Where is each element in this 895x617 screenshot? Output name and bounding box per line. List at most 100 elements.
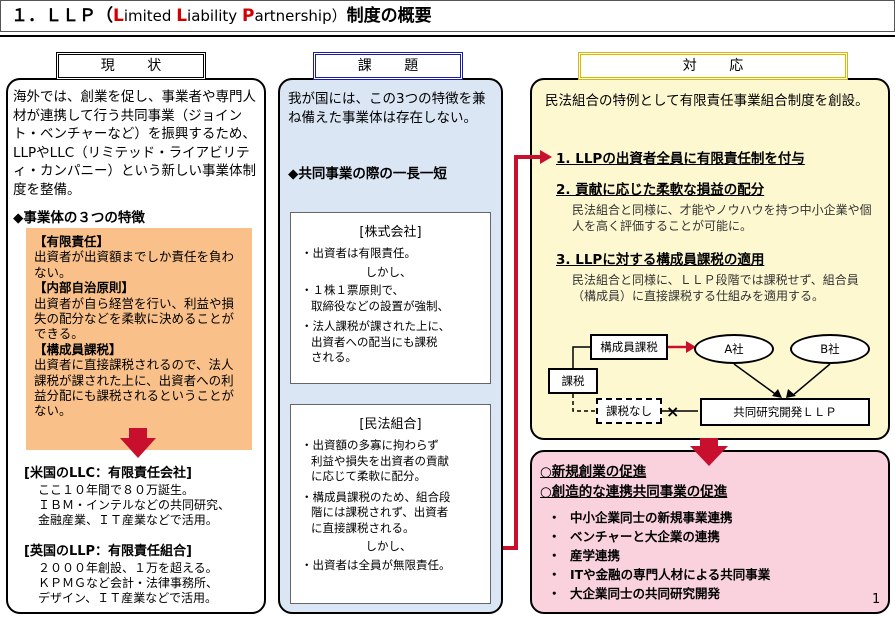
effect-content: ○新規創業の促進 ○創造的な連携共同事業の促進 ・中小企業同士の新規事業連携 ・…	[540, 462, 880, 603]
down-arrow-icon	[690, 446, 728, 466]
stock-company-line: される。	[311, 350, 357, 364]
civil-partnership-title: [民法組合]	[359, 417, 422, 432]
effect-item-text: 中小企業同士の新規事業連携	[570, 510, 733, 525]
title-prefix: １．ＬＬＰ（	[11, 6, 113, 26]
title-cap-p: P	[241, 6, 255, 26]
title-word-3: artnership）	[254, 7, 347, 25]
current-intro-text: 海外では、創業を促し、事業者や専門人材が連携して行う共同事業（ジョイント・ベンチ…	[13, 89, 256, 198]
civil-partnership-box: [民法組合] ・出資額の多寡に拘わらず 利益や損失を出資者の貢献 に応じて柔軟に…	[290, 404, 491, 604]
response-item-2: 2. 貢献に応じた柔軟な損益の配分	[556, 182, 765, 198]
company-a-node: A社	[694, 334, 774, 364]
title-cap-l1: L	[113, 6, 124, 26]
us-line: ＩＢＭ・インテルなどの共同研究、	[38, 498, 231, 512]
uk-line: ＫＰＭＧなど会計・法律事務所、	[38, 576, 219, 590]
company-b-node: B社	[790, 334, 870, 364]
current-status-header: 現 状	[56, 52, 206, 80]
civil-partnership-line: ・構成員課税のため、組合段	[301, 489, 451, 504]
bullet-icon: ・	[548, 548, 561, 563]
feature-label: 【構成員課税】	[34, 341, 122, 357]
title-suffix: 制度の概要	[346, 6, 432, 26]
diagram-line	[733, 363, 779, 397]
bullet-icon: ・	[548, 529, 561, 544]
bullet-icon: ・	[548, 510, 561, 525]
title-word-1: imited	[123, 7, 177, 25]
stock-company-line: 取締役などの設置が強制、	[311, 298, 449, 313]
civil-partnership-line: に応じて柔軟に配分。	[311, 469, 426, 483]
connector-line	[503, 155, 540, 550]
stock-company-box: [株式会社] ・出資者は有限責任。 しかし、 ・１株１票原則で、 取締役などの設…	[290, 212, 491, 384]
response-item-1: 1. LLPの出資者全員に有限責任制を付与	[556, 151, 805, 167]
member-tax-node: 構成員課税	[590, 334, 668, 360]
effect-item: ・ベンチャーと大企業の連携	[540, 527, 880, 546]
response-item-2-body: 民法組合と同様に、才能やノウハウを持つ中小企業や個人を高く評価することが可能に。	[572, 203, 872, 233]
joint-llp-node: 共同研究開発ＬＬＰ	[700, 398, 870, 426]
diagram-line	[572, 346, 590, 368]
response-item-3-body: 民法組合と同様に、ＬＬＰ段階では課税せず、組合員（構成員）に直接課税する仕組みを…	[572, 273, 859, 303]
uk-llp-title: [英国のLLP：有限責任組合]	[24, 544, 192, 559]
effect-panel	[530, 450, 890, 614]
us-line: ここ１０年間で８０万誕生。	[38, 483, 195, 497]
down-arrow-icon	[120, 438, 156, 458]
stock-company-line: ・出資者は有限責任。	[301, 246, 416, 260]
arrowhead-icon	[540, 150, 552, 164]
effect-item: ・中小企業同士の新規事業連携	[540, 508, 880, 527]
no-tax-node: 課税なし	[596, 398, 662, 424]
effect-item: ・産学連携	[540, 546, 880, 565]
civil-partnership-line: 利益や損失を出資者の貢献	[311, 453, 449, 468]
civil-partnership-line: に直接課税される。	[311, 520, 415, 535]
feature-label: 【内部自治原則】	[34, 280, 135, 296]
civil-partnership-line: ・出資者は全員が無限責任。	[301, 557, 451, 572]
civil-partnership-line: しかし、	[365, 539, 412, 553]
effect-item: ・大企業同士の共同研究開発	[540, 584, 880, 603]
stock-company-line: しかし、	[365, 264, 412, 279]
response-item-3: 3. LLPに対する構成員課税の適用	[556, 252, 765, 268]
effect-heading: ○新規創業の促進	[540, 464, 647, 480]
feature-box: 【有限責任】 出資者が出資額までしか責任を負わない。 【内部自治原則】 出資者が…	[26, 228, 252, 450]
diagram-line	[791, 363, 831, 397]
page-title: １．ＬＬＰ（Limited Liability Partnership）制度の概…	[0, 0, 895, 32]
us-llc-body: ここ１０年間で８０万誕生。 ＩＢＭ・インテルなどの共同研究、 金融産業、ＩＴ産業…	[38, 483, 263, 528]
issue-text: 我が国には、この3つの特徴を兼ね備えた事業体は存在しない。	[288, 91, 486, 126]
diagram-dashed-line	[572, 394, 596, 412]
civil-partnership-line: 階には課税されず、出資者	[311, 505, 449, 519]
us-line: 金融産業、ＩＴ産業などで活用。	[38, 513, 218, 527]
issue-note: ◆共同事業の際の一長一短	[288, 166, 447, 182]
effect-item-text: ベンチャーと大企業の連携	[570, 529, 720, 544]
arrowhead-icon	[772, 389, 782, 398]
effect-heading: ○創造的な連携共同事業の促進	[540, 484, 728, 500]
response-intro: 民法組合の特例として有限責任事業組合制度を創設。	[545, 93, 869, 109]
civil-partnership-line: ・出資額の多寡に拘わらず	[301, 438, 439, 452]
effect-item: ・ ITや金融の専門人材による共同事業	[540, 565, 880, 584]
title-divider	[0, 35, 895, 37]
stock-company-line: ・１株１票原則で、	[301, 283, 405, 297]
page-number: 1	[872, 592, 881, 607]
effect-item-text: 大企業同士の共同研究開発	[570, 586, 721, 601]
response-header: 対 応	[578, 52, 848, 80]
title-word-2: iability	[187, 7, 242, 25]
cross-icon: ×	[666, 402, 679, 421]
title-cap-l2: L	[176, 6, 188, 26]
arrowhead-icon	[686, 341, 696, 353]
feature-text: 出資者に直接課税されるので、法人課税が課された上に、出資者への利益分配にも課税さ…	[34, 357, 235, 419]
feature-heading: ◆事業体の３つの特徴	[13, 210, 145, 226]
uk-llp-body: ２０００年創設、１万を超える。 ＫＰＭＧなど会計・法律事務所、 デザイン、ＩＴ産…	[38, 561, 263, 606]
bullet-icon: ・	[548, 586, 561, 601]
stock-company-title: [株式会社]	[359, 225, 422, 240]
uk-line: ２０００年創設、１万を超える。	[38, 561, 218, 575]
stock-company-line: ・法人課税が課された上に、	[301, 319, 451, 333]
feature-text: 出資者が出資額までしか責任を負わない。	[34, 249, 235, 280]
down-arrow-stem	[700, 438, 718, 446]
arrowhead-icon	[786, 389, 796, 398]
effect-item-text: 産学連携	[570, 548, 621, 563]
feature-label: 【有限責任】	[34, 234, 110, 249]
issue-header: 課 題	[313, 52, 463, 80]
us-llc-title: [米国のLLC：有限責任会社]	[24, 466, 192, 481]
down-arrow-stem	[129, 428, 147, 440]
tax-node: 課税	[548, 368, 598, 394]
uk-line: デザイン、ＩＴ産業などで活用。	[38, 591, 218, 605]
stock-company-line: 出資者への配当にも課税	[311, 334, 438, 349]
bullet-icon: ・	[548, 567, 561, 582]
effect-item-text: ITや金融の専門人材による共同事業	[570, 567, 771, 582]
feature-text: 出資者が自ら経営を行い、利益や損失の配分などを柔軟に決めることができる。	[34, 295, 235, 342]
